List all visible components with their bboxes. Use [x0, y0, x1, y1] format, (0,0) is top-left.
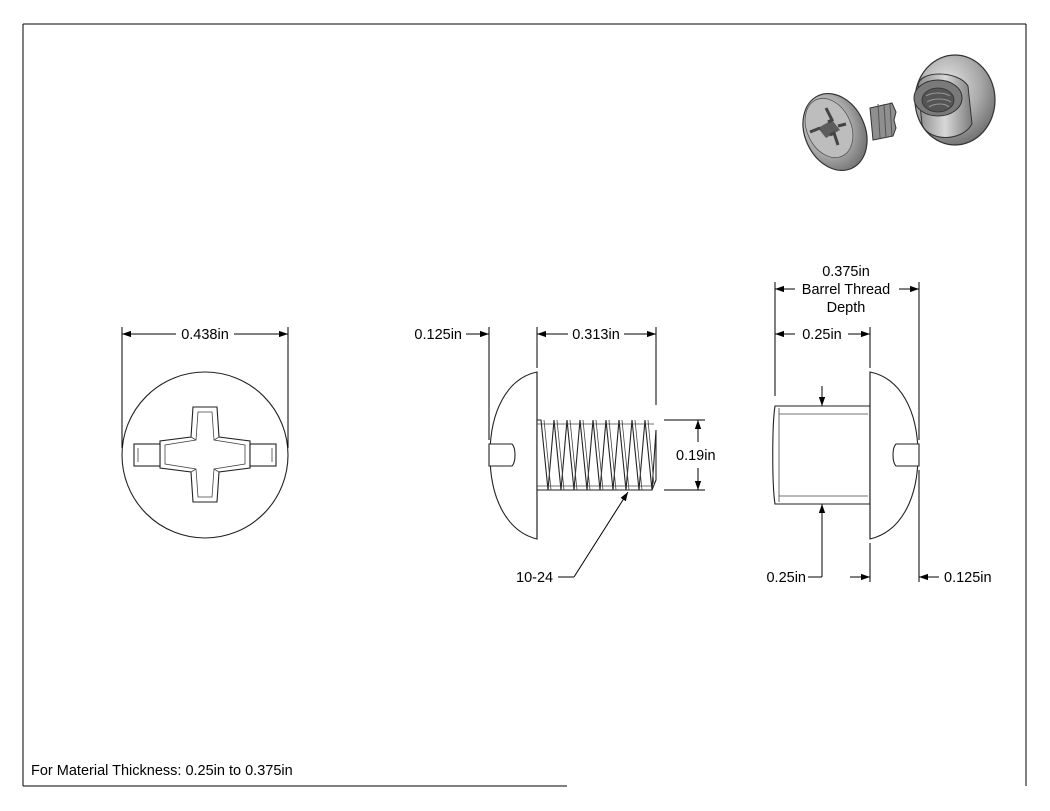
- barrel-body: [772, 405, 871, 505]
- barrel-slot: [892, 443, 920, 467]
- barrel-head-thickness-label: 0.125in: [944, 570, 992, 586]
- isometric-preview: [802, 54, 996, 172]
- head-thickness-label: 0.125in: [414, 327, 462, 343]
- phillips-screw-icon: [802, 92, 897, 172]
- material-thickness-note: For Material Thickness: 0.25in to 0.375i…: [31, 763, 293, 779]
- barrel-nut-icon: [913, 54, 996, 146]
- barrel-thread-depth-line2: Depth: [827, 300, 866, 316]
- phillips-recess-icon: [133, 406, 277, 503]
- thread-profile: [536, 419, 657, 491]
- screw-slot: [488, 443, 516, 467]
- barrel-thread-depth-value: 0.375in: [822, 264, 870, 280]
- thread-callout-label: 10-24: [516, 570, 553, 586]
- barrel-length-label: 0.25in: [802, 327, 842, 343]
- top-view: 0.438in: [121, 327, 289, 539]
- sheet-border: [22, 23, 1027, 787]
- barrel-thread-depth-line1: Barrel Thread: [802, 282, 890, 298]
- recess-wing-left: [133, 443, 161, 467]
- thread-length-label: 0.313in: [572, 327, 620, 343]
- barrel-diameter-label: 0.25in: [766, 570, 806, 586]
- barrel-side-view: 0.375in Barrel Thread Depth 0.25in 0.25i…: [766, 264, 991, 586]
- thread-diameter-label: 0.19in: [676, 448, 716, 464]
- head-diameter-label: 0.438in: [181, 327, 229, 343]
- screw-side-view: 0.125in 0.313in 0.19in 10-24: [414, 327, 716, 586]
- recess-wing-right: [249, 443, 277, 467]
